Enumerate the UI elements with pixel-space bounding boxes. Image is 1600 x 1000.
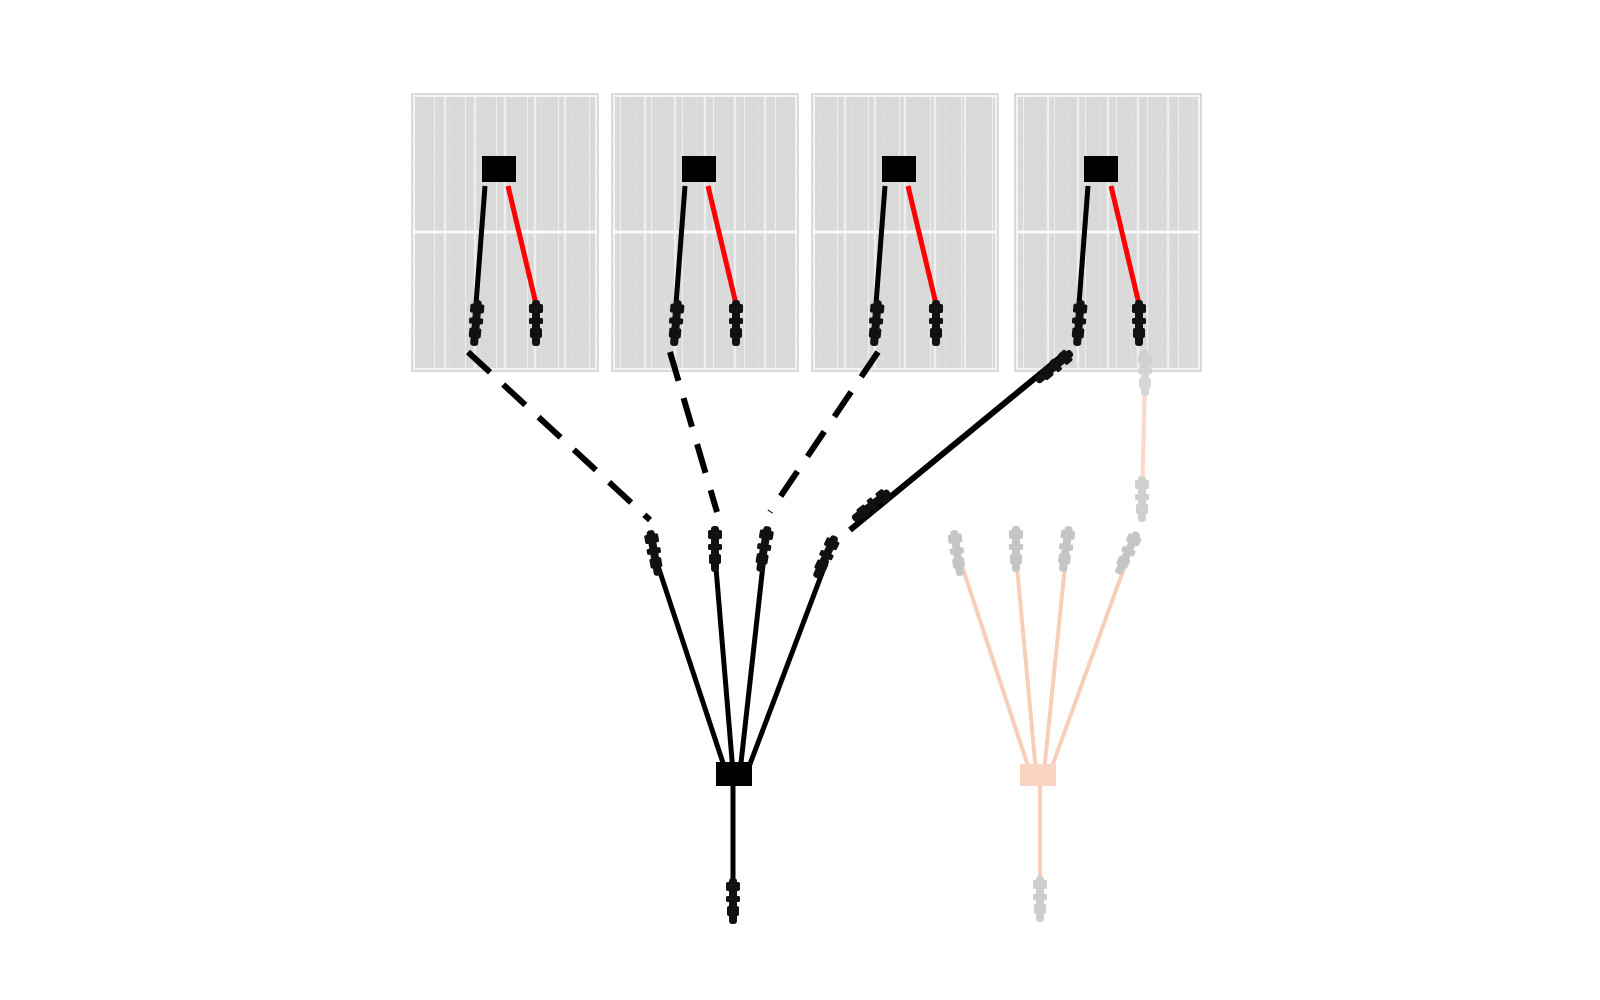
dashed-connection-lines: [465, 349, 881, 523]
negative-lead: [1076, 185, 1091, 305]
branch-input-connectors: [643, 525, 842, 581]
positive-lead: [905, 185, 939, 305]
ghost-junction-box: [1020, 764, 1056, 786]
ghost-branch-connector: [947, 350, 1152, 922]
branch-input-connector-2: [708, 526, 722, 572]
solar-panel-2: [611, 93, 799, 372]
branch-input-connector-3: [752, 525, 775, 573]
panel-junction-box: [682, 156, 716, 182]
negative-lead: [873, 185, 888, 305]
panel-junction-box: [1084, 156, 1118, 182]
negative-lead: [673, 185, 688, 305]
extension-cable-panel-4: [848, 346, 1077, 533]
branch-connector: [643, 525, 842, 924]
solar-panel-1: [411, 93, 599, 372]
positive-lead: [505, 185, 539, 305]
branch-input-connector-4: [809, 533, 842, 581]
branch-output-connector: [726, 878, 740, 924]
solar-panel-row: [411, 93, 1202, 372]
dashed-link-panel-1: [465, 349, 653, 523]
dashed-link-panel-3: [767, 350, 881, 514]
dashed-link-panel-2: [667, 351, 720, 513]
positive-lead: [1108, 185, 1142, 305]
solar-panel-4: [1014, 93, 1202, 372]
junction-box: [716, 762, 752, 786]
solar-panel-3: [811, 93, 999, 372]
ghost-branch-cables: [958, 555, 1129, 880]
positive-lead: [705, 185, 739, 305]
panel-junction-box: [882, 156, 916, 182]
ghost-connectors: [947, 525, 1144, 922]
panel-junction-box: [482, 156, 516, 182]
branch-cables: [653, 555, 830, 880]
ghost-drop-cable: [1135, 350, 1152, 522]
negative-lead: [473, 185, 488, 305]
